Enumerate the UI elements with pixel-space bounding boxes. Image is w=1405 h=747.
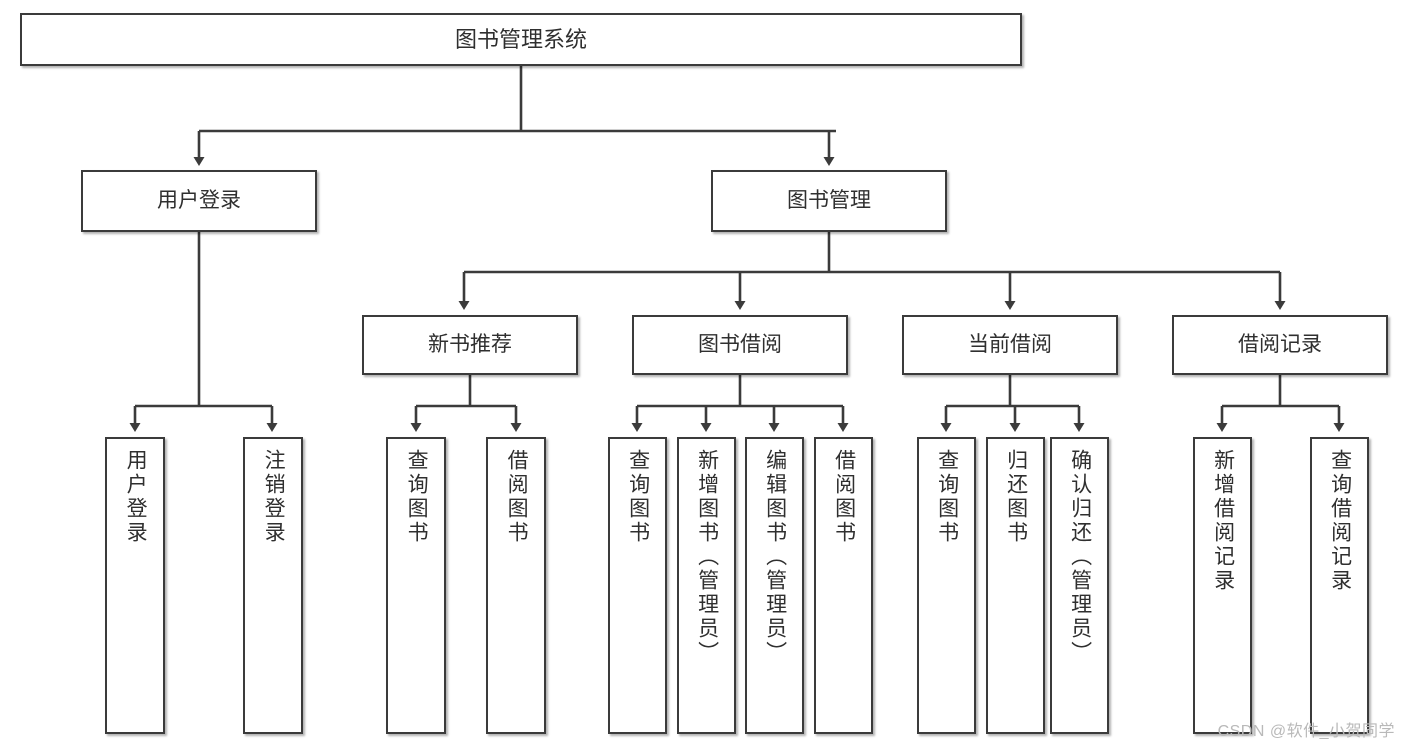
node-leaf-query-book-borrow-label: 查询图书 [626,449,650,545]
node-leaf-edit-book-admin[interactable]: 编辑图书（管理员） [745,437,804,734]
node-book-borrow[interactable]: 图书借阅 [632,315,848,375]
node-user-login[interactable]: 用户登录 [81,170,317,232]
node-book-manage-label: 图书管理 [787,188,871,212]
node-root-label: 图书管理系统 [454,26,587,52]
node-current-borrow[interactable]: 当前借阅 [902,315,1118,375]
node-leaf-query-borrow-record-label: 查询借阅记录 [1328,449,1352,593]
node-leaf-add-borrow-record[interactable]: 新增借阅记录 [1193,437,1252,734]
node-user-login-label: 用户登录 [157,188,241,212]
node-leaf-query-borrow-record[interactable]: 查询借阅记录 [1310,437,1369,734]
node-leaf-return-book[interactable]: 归还图书 [986,437,1045,734]
node-book-borrow-label: 图书借阅 [698,332,782,356]
node-leaf-return-book-label: 归还图书 [1004,449,1028,545]
watermark-text: CSDN @软件_小贺同学 [1217,723,1395,740]
node-leaf-user-login-label: 用户登录 [124,449,148,545]
node-current-borrow-label: 当前借阅 [968,332,1052,356]
node-leaf-user-login[interactable]: 用户登录 [105,437,165,734]
node-new-book-recommend[interactable]: 新书推荐 [362,315,578,375]
node-book-manage[interactable]: 图书管理 [711,170,947,232]
node-leaf-query-book-new[interactable]: 查询图书 [386,437,446,734]
node-leaf-query-book-new-label: 查询图书 [405,449,429,545]
node-leaf-user-logout[interactable]: 注销登录 [243,437,303,734]
node-borrow-record[interactable]: 借阅记录 [1172,315,1388,375]
node-leaf-edit-book-admin-label: 编辑图书（管理员） [763,449,787,665]
node-leaf-borrow-book-new[interactable]: 借阅图书 [486,437,546,734]
node-leaf-user-logout-label: 注销登录 [262,449,286,545]
node-leaf-add-book-admin[interactable]: 新增图书（管理员） [677,437,736,734]
node-leaf-add-book-admin-label: 新增图书（管理员） [695,449,719,665]
node-leaf-confirm-return-admin-label: 确认归还（管理员） [1068,449,1092,665]
node-leaf-query-book-current-label: 查询图书 [935,449,959,545]
node-root[interactable]: 图书管理系统 [20,13,1022,66]
node-leaf-borrow-book-label: 借阅图书 [832,449,856,545]
node-new-book-recommend-label: 新书推荐 [428,332,512,356]
node-leaf-borrow-book[interactable]: 借阅图书 [814,437,873,734]
node-leaf-confirm-return-admin[interactable]: 确认归还（管理员） [1050,437,1109,734]
node-leaf-query-book-current[interactable]: 查询图书 [917,437,976,734]
node-leaf-add-borrow-record-label: 新增借阅记录 [1211,449,1235,593]
node-leaf-borrow-book-new-label: 借阅图书 [505,449,529,545]
node-borrow-record-label: 借阅记录 [1238,332,1322,356]
node-leaf-query-book-borrow[interactable]: 查询图书 [608,437,667,734]
